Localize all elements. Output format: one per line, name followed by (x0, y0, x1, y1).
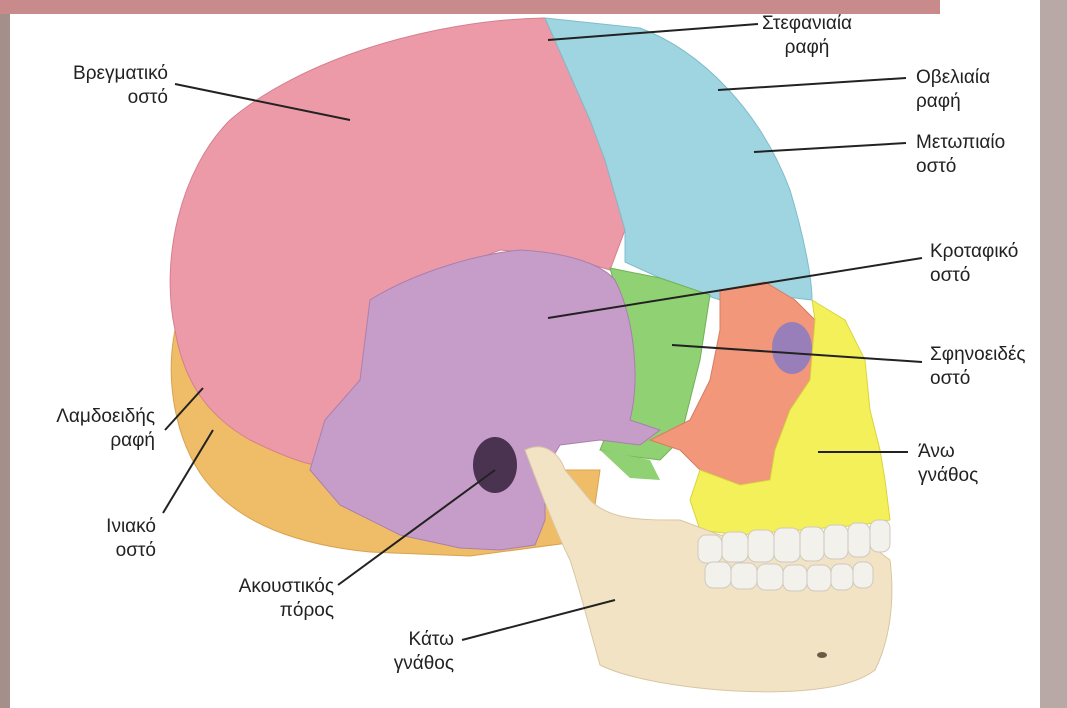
label-parietal-bone-line1: Βρεγματικό (38, 62, 168, 86)
label-sagittal-suture-line1: Οβελιαία (916, 66, 990, 90)
label-frontal-bone-line2: οστό (916, 155, 1005, 179)
orbit-shape (772, 322, 812, 374)
acoustic-meatus-shape (473, 437, 517, 493)
label-mandible-line2: γνάθος (360, 652, 454, 676)
label-lambdoid-suture: Λαμδοειδής ραφή (20, 405, 155, 453)
label-sphenoid-bone-line2: οστό (930, 367, 1026, 391)
label-sphenoid-bone: Σφηνοειδές οστό (930, 343, 1026, 391)
label-temporal-bone-line1: Κροταφικό (930, 240, 1018, 264)
label-occipital-bone: Ινιακό οστό (60, 515, 156, 563)
label-acoustic-meatus: Ακουστικός πόρος (200, 575, 334, 623)
label-frontal-bone-line1: Μετωπιαίο (916, 131, 1005, 155)
label-occipital-bone-line2: οστό (60, 539, 156, 563)
label-sagittal-suture-line2: ραφή (916, 90, 990, 114)
label-sphenoid-bone-line1: Σφηνοειδές (930, 343, 1026, 367)
label-maxilla: Άνω γνάθος (918, 440, 978, 488)
leader-frontal-bone (754, 143, 906, 152)
label-coronal-suture-line2: ραφή (762, 36, 852, 60)
label-sagittal-suture: Οβελιαία ραφή (916, 66, 990, 114)
mental-foramen-shape (817, 652, 827, 658)
label-maxilla-line2: γνάθος (918, 464, 978, 488)
label-acoustic-meatus-line2: πόρος (200, 599, 334, 623)
label-mandible: Κάτω γνάθος (360, 628, 454, 676)
label-occipital-bone-line1: Ινιακό (60, 515, 156, 539)
label-lambdoid-suture-line1: Λαμδοειδής (20, 405, 155, 429)
label-lambdoid-suture-line2: ραφή (20, 429, 155, 453)
label-mandible-line1: Κάτω (360, 628, 454, 652)
label-acoustic-meatus-line1: Ακουστικός (200, 575, 334, 599)
label-parietal-bone: Βρεγματικό οστό (38, 62, 168, 110)
label-coronal-suture: Στεφανιαία ραφή (762, 12, 852, 60)
label-coronal-suture-line1: Στεφανιαία (762, 12, 852, 36)
label-temporal-bone-line2: οστό (930, 264, 1018, 288)
leader-sagittal-suture (718, 78, 906, 90)
label-frontal-bone: Μετωπιαίο οστό (916, 131, 1005, 179)
label-maxilla-line1: Άνω (918, 440, 978, 464)
label-temporal-bone: Κροταφικό οστό (930, 240, 1018, 288)
label-parietal-bone-line2: οστό (38, 86, 168, 110)
